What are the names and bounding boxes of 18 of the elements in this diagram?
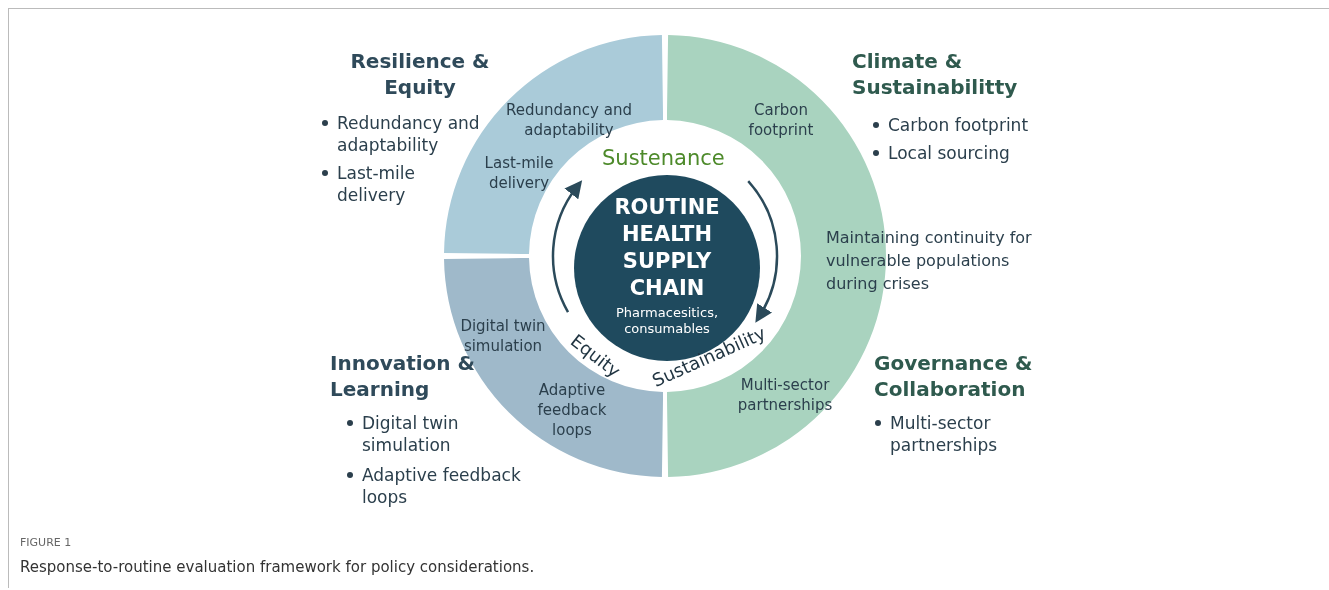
section-heading: Resilience & Equity [349,48,491,100]
bullet-item: Carbon footprint [888,114,1030,136]
center-title: ROUTINE HEALTH SUPPLY CHAIN [613,194,721,302]
segment-label: Last-mile delivery [483,153,555,193]
bullet-item: Multi-sector partnerships [890,412,999,456]
bullet-item: Digital twin simulation [362,412,460,456]
section-heading: Climate & Sustainabilitty [852,48,1019,100]
section-heading: Governance & Collaboration [874,350,1034,402]
bullet-item: Adaptive feedback loops [362,464,522,508]
figure-caption: Response-to-routine evaluation framework for policy considerations. [20,558,535,576]
bullet-item: Local sourcing [888,142,1011,164]
segment-label: Carbon footprint [747,100,815,140]
bullet-item: Last-mile delivery [337,162,416,206]
figure-number: FIGURE 1 [20,535,73,550]
segment-label: Adaptive feedback loops [536,380,608,440]
ring-label: Sustenance [602,146,726,171]
bullet-item: Redundancy and adaptability [337,112,481,156]
segment-label: Redundancy and adaptability [505,100,633,140]
